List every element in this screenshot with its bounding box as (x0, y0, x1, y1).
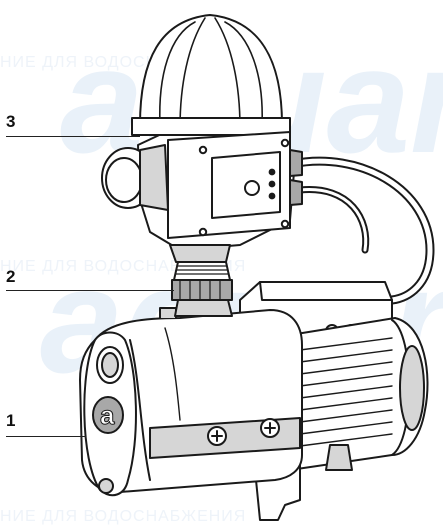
panel-screw-3 (198, 227, 208, 237)
cable-gland-2 (289, 179, 303, 206)
leader-line-1 (6, 436, 86, 437)
panel-button (244, 180, 260, 196)
motor-foot (325, 444, 353, 471)
discharge-neck (174, 299, 233, 317)
motor-end-cap (399, 345, 425, 431)
callout-1: 1 (6, 411, 16, 430)
panel-screw-2 (280, 138, 290, 148)
led-1 (268, 168, 276, 176)
panel-screw-1 (198, 145, 208, 155)
cable-gland-1 (289, 149, 303, 177)
motor-body (289, 317, 429, 471)
callout-3: 3 (6, 112, 16, 131)
drain-plug (98, 478, 114, 494)
leader-line-2 (6, 290, 174, 291)
logo-disc (92, 396, 124, 434)
watermark-caption-bottom: НИЕ ДЛЯ ВОДОСНАБЖЕНИЯ (0, 508, 247, 525)
connector-nut (171, 279, 233, 301)
leader-line-3 (6, 136, 140, 137)
panel-screw-4 (280, 219, 290, 229)
hood-rim (131, 117, 291, 136)
led-2 (268, 180, 276, 188)
logo-mark: a (100, 400, 115, 430)
connector-thread (173, 261, 231, 281)
callout-2: 2 (6, 267, 16, 286)
led-3 (268, 192, 276, 200)
controller-neck (169, 244, 231, 263)
vent-cap (159, 307, 177, 319)
motor-fins (299, 337, 393, 447)
